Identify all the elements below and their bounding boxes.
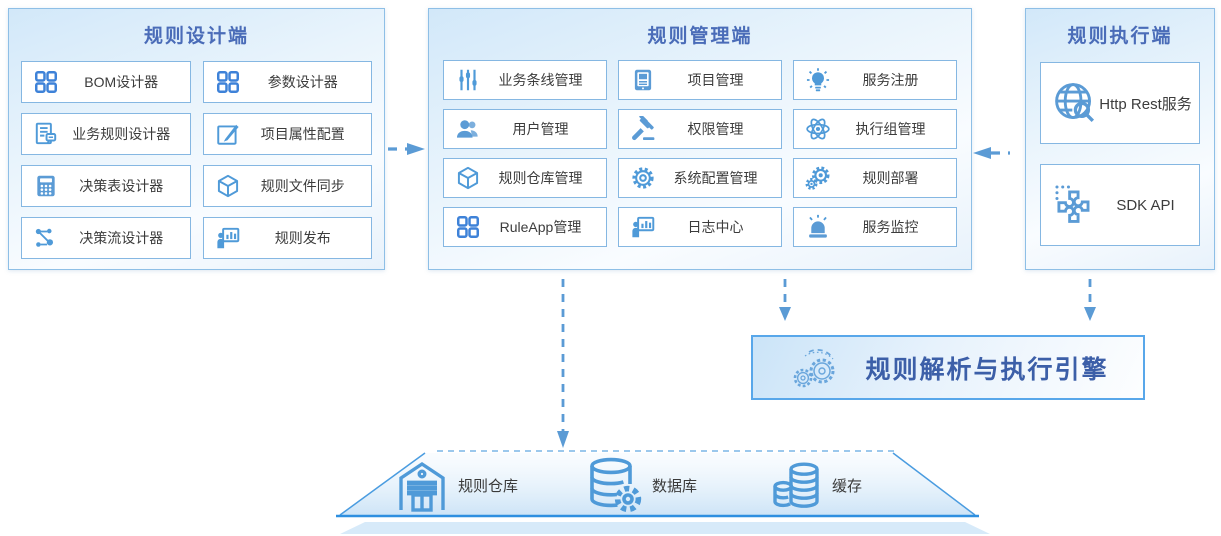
module-item: 业务条线管理 xyxy=(443,60,607,100)
module-label: BOM设计器 xyxy=(84,74,159,90)
cube-icon xyxy=(215,173,241,199)
panel-title: 规则设计端 xyxy=(143,26,249,47)
atom-icon xyxy=(805,116,831,142)
arrow-execute-to-manage xyxy=(973,147,1010,159)
module-item: 规则部署 xyxy=(793,158,957,198)
module-label: 用户管理 xyxy=(512,121,569,137)
module-item: 规则仓库管理 xyxy=(443,158,607,198)
module-label: SDK API xyxy=(1116,196,1175,214)
module-item: 项目管理 xyxy=(618,60,782,100)
gears-icon xyxy=(805,165,831,191)
grid-icon xyxy=(33,69,59,95)
engine-title: 规则解析与执行引擎 xyxy=(865,355,1109,384)
tablet-doc-icon xyxy=(630,67,656,93)
arrow-execute-to-engine xyxy=(1084,279,1096,321)
module-label: 规则部署 xyxy=(862,170,919,186)
users-icon xyxy=(455,116,481,142)
module-item: 用户管理 xyxy=(443,109,607,149)
panel-title: 规则管理端 xyxy=(647,26,753,47)
panel-item-grid: Http Rest服务 SDK API xyxy=(1026,48,1214,260)
puzzle-icon xyxy=(1052,182,1098,228)
gavel-icon xyxy=(630,116,656,142)
cube-icon xyxy=(455,165,481,191)
platform-item-label: 数据库 xyxy=(652,477,698,495)
module-label: 业务规则设计器 xyxy=(72,126,171,142)
module-item: 日志中心 xyxy=(618,207,782,247)
module-label: 权限管理 xyxy=(687,121,744,137)
module-label: 服务注册 xyxy=(862,72,919,88)
module-label: 业务条线管理 xyxy=(498,72,583,88)
rule-doc-icon xyxy=(33,121,59,147)
warehouse-icon xyxy=(396,458,448,512)
module-item: RuleApp管理 xyxy=(443,207,607,247)
flow-icon xyxy=(33,225,59,251)
module-label: 决策表设计器 xyxy=(79,178,164,194)
grid-icon xyxy=(215,69,241,95)
module-item: 决策流设计器 xyxy=(21,217,191,259)
platform-item-rule-repo: 规则仓库 xyxy=(396,455,518,515)
module-item: 业务规则设计器 xyxy=(21,113,191,155)
presenter-icon xyxy=(630,214,656,240)
panel-title: 规则执行端 xyxy=(1067,26,1173,47)
module-label: 规则仓库管理 xyxy=(498,170,583,186)
module-label: 系统配置管理 xyxy=(673,170,758,186)
sliders-icon xyxy=(455,67,481,93)
platform-item-label: 规则仓库 xyxy=(458,477,519,495)
platform-item-label: 缓存 xyxy=(832,477,863,495)
module-label: RuleApp管理 xyxy=(499,219,582,235)
module-item: 服务注册 xyxy=(793,60,957,100)
database-gear-icon xyxy=(586,456,642,514)
module-item: 服务监控 xyxy=(793,207,957,247)
module-item: 决策表设计器 xyxy=(21,165,191,207)
module-label: 决策流设计器 xyxy=(79,230,164,246)
rule-engine-box: 规则解析与执行引擎 xyxy=(751,335,1145,400)
platform-item-database: 数据库 xyxy=(586,455,697,515)
coins-icon xyxy=(770,460,822,510)
module-label: 执行组管理 xyxy=(855,121,926,137)
module-label: 服务监控 xyxy=(862,219,919,235)
module-label: 规则发布 xyxy=(274,230,331,246)
module-label: 日志中心 xyxy=(687,219,744,235)
pencil-square-icon xyxy=(215,121,241,147)
platform-item-cache: 缓存 xyxy=(770,455,862,515)
panel-rule-manage: 规则管理端 业务条线管理 项目管理 服务注册用户管理 权限管理 执行组管理规则仓库管理 系… xyxy=(428,8,972,270)
panel-rule-design: 规则设计端 BOM设计器 参数设计器业务规则设计器 项目属性配置决策表设计器 规则文件… xyxy=(8,8,385,270)
module-label: 项目属性配置 xyxy=(260,126,345,142)
module-item: Http Rest服务 xyxy=(1040,62,1200,144)
module-item: 规则发布 xyxy=(202,217,372,259)
presenter-icon xyxy=(215,225,241,251)
gear-icon xyxy=(630,165,656,191)
grid-icon xyxy=(455,214,481,240)
bulb-icon xyxy=(805,67,831,93)
module-item: 权限管理 xyxy=(618,109,782,149)
module-item: 规则文件同步 xyxy=(202,165,372,207)
module-label: 规则文件同步 xyxy=(260,178,345,194)
module-item: SDK API xyxy=(1040,164,1200,246)
module-item: 项目属性配置 xyxy=(202,113,372,155)
globe-search-icon xyxy=(1052,80,1098,126)
panel-item-grid: 业务条线管理 项目管理 服务注册用户管理 权限管理 执行组管理规则仓库管理 系统配置管理 规… xyxy=(429,48,971,259)
engine-gears-icon xyxy=(787,343,847,393)
panel-rule-execute: 规则执行端 Http Rest服务 SDK API xyxy=(1025,8,1215,270)
arrow-manage-to-platform xyxy=(557,279,569,448)
calculator-icon xyxy=(33,173,59,199)
module-item: 参数设计器 xyxy=(202,61,372,103)
siren-icon xyxy=(805,214,831,240)
module-item: 执行组管理 xyxy=(793,109,957,149)
module-label: 参数设计器 xyxy=(267,74,338,90)
module-item: 系统配置管理 xyxy=(618,158,782,198)
panel-item-grid: BOM设计器 参数设计器业务规则设计器 项目属性配置决策表设计器 规则文件同步决策流设… xyxy=(9,48,384,272)
module-label: 项目管理 xyxy=(687,72,744,88)
module-item: BOM设计器 xyxy=(21,61,191,103)
arrow-manage-to-engine xyxy=(779,279,791,321)
module-label: Http Rest服务 xyxy=(1099,95,1192,113)
arrow-design-to-manage xyxy=(388,143,425,155)
